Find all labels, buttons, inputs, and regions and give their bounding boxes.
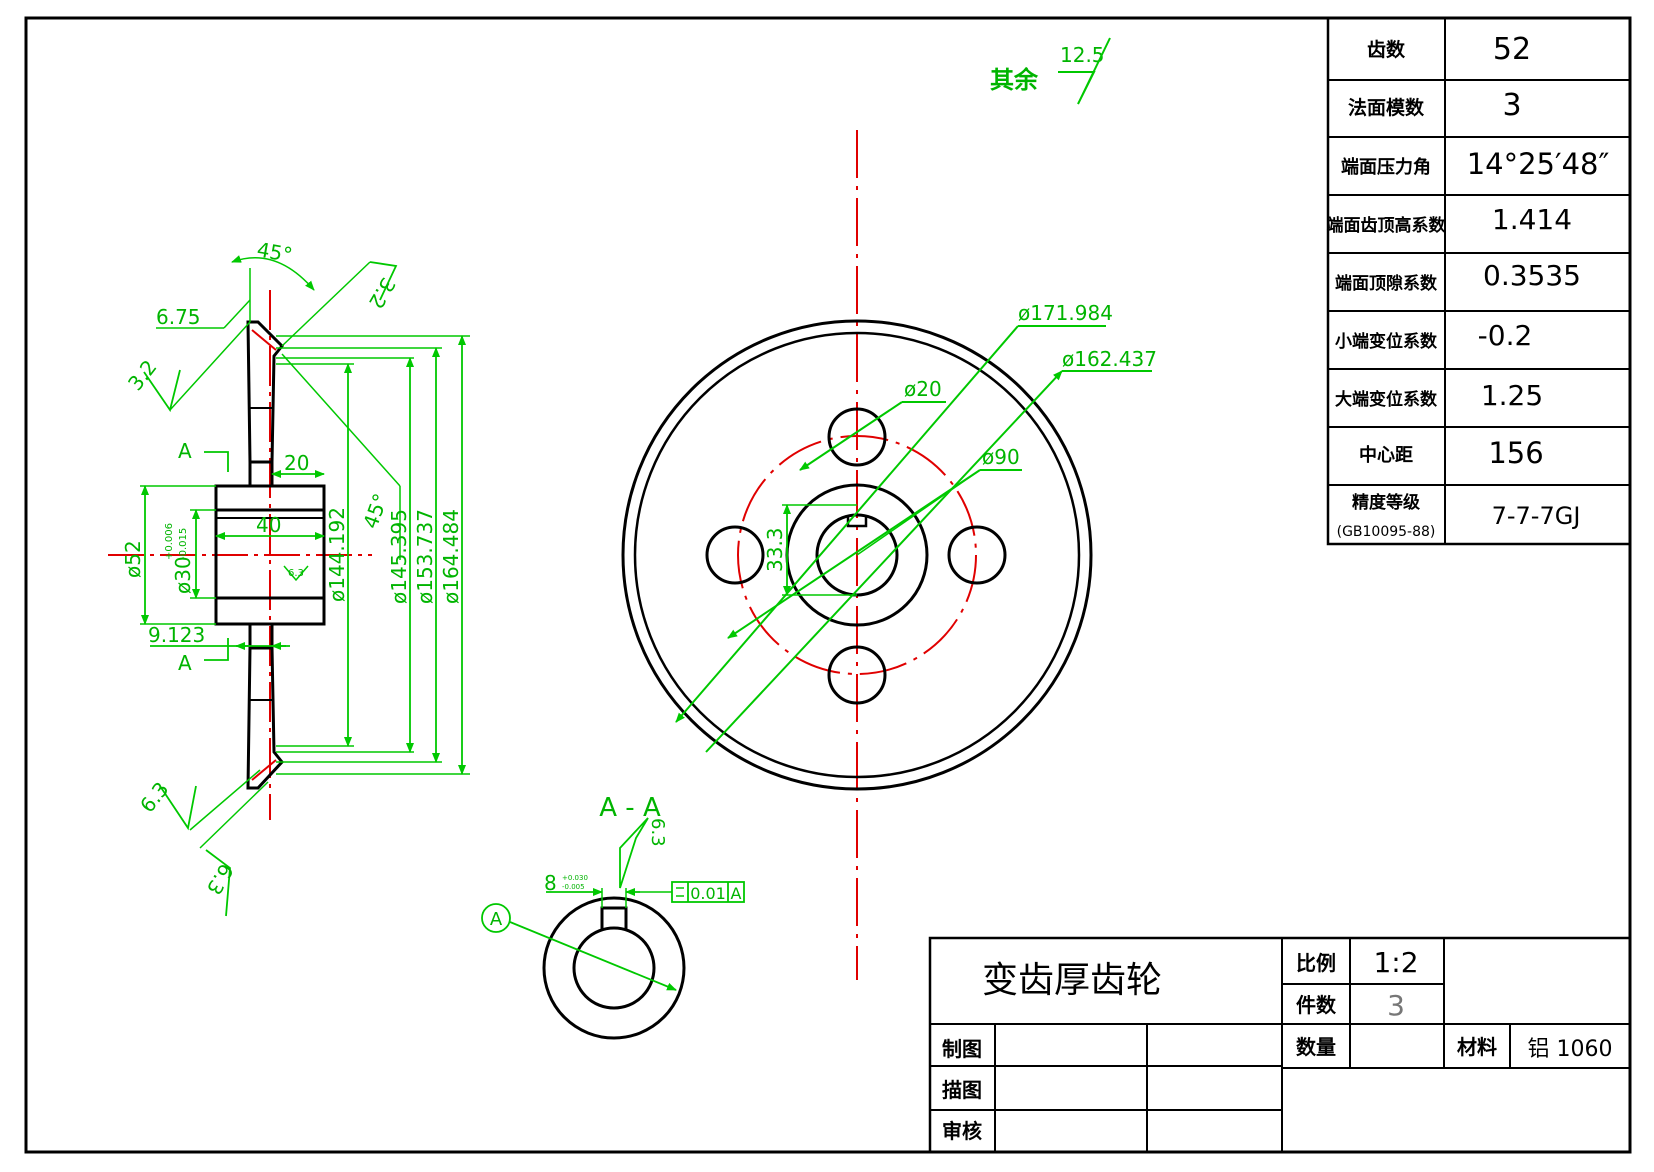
tol-lower: -0.015	[178, 528, 189, 560]
front-view: ø171.984 ø162.437 ø20 ø90 33.3	[621, 130, 1157, 980]
surface-note: 其余 12.5	[990, 37, 1111, 105]
tol-upper: +0.006	[164, 523, 175, 560]
datum-letter: A	[731, 884, 742, 903]
param-value-small-shift: -0.2	[1478, 319, 1533, 352]
dim-33-3: 33.3	[763, 527, 787, 572]
dim-phi145: ø145.395	[387, 509, 411, 604]
section-rough-value: 6.3	[647, 818, 668, 847]
material-value: 铝 1060	[1528, 1037, 1613, 1062]
param-label-clearance: 端面顶隙系数	[1335, 273, 1438, 294]
drawing-title: 变齿厚齿轮	[982, 960, 1162, 1001]
dim-phi52: ø52	[121, 540, 145, 578]
rough-6-3-below: 6.3	[202, 860, 239, 900]
dim-phi164: ø164.484	[439, 509, 463, 604]
side-view: 45° 45° 6.75 3.2 3.2 6.3 6.3 6.3 A A 20 …	[108, 237, 470, 917]
sheet-border	[24, 16, 1632, 1154]
surface-note-roughness-icon	[1058, 37, 1111, 105]
rough-icon-6-3-bore	[283, 565, 309, 582]
param-label-precision: 精度等级	[1352, 492, 1420, 513]
key-width: 8	[544, 871, 557, 895]
section-mark-bottom: A	[178, 651, 192, 675]
parameter-table: 齿数 52 法面模数 3 端面压力角 14°25′48″ 端面齿顶高系数 1.4…	[1327, 16, 1632, 546]
scale-value: 1:2	[1373, 946, 1418, 979]
param-value-precision: 7-7-7GJ	[1492, 502, 1581, 530]
param-value-clearance: 0.3535	[1483, 259, 1581, 292]
traced-label: 描图	[942, 1078, 982, 1102]
param-value-pressure-angle: 14°25′48″	[1467, 147, 1610, 181]
datum-bubble-icon	[481, 903, 511, 933]
dim-phi153: ø153.737	[413, 509, 437, 604]
section-mark-top: A	[178, 439, 192, 463]
count-value: 3	[1387, 989, 1405, 1022]
param-label-center-distance: 中心距	[1359, 444, 1413, 466]
param-label-teeth: 齿数	[1367, 38, 1406, 61]
rough-icon-3-2-right	[369, 261, 398, 301]
dim-phi144: ø144.192	[325, 507, 349, 602]
dim-9-123: 9.123	[148, 623, 205, 647]
param-label-small-shift: 小端变位系数	[1335, 331, 1438, 352]
param-label-large-shift: 大端变位系数	[1335, 389, 1438, 410]
section-view: A - A 6.3 8 +0.030 -0.005 0.01 A A	[481, 793, 745, 1040]
param-value-addendum: 1.414	[1492, 203, 1572, 236]
param-label-module: 法面模数	[1348, 96, 1425, 119]
section-title: A - A	[599, 793, 661, 823]
param-value-center-distance: 156	[1488, 436, 1543, 470]
rough-6-3-left: 6.3	[135, 777, 173, 817]
checked-label: 审核	[942, 1119, 982, 1143]
rough-3-2-right: 3.2	[364, 274, 401, 314]
param-value-module: 3	[1502, 88, 1521, 123]
key-tol-lower: -0.005	[562, 883, 585, 891]
dim-phi90: ø90	[982, 445, 1020, 469]
material-label: 材料	[1457, 1035, 1497, 1059]
rough-icon-6-3-left	[159, 785, 197, 831]
rough-icon-6-3-below	[205, 849, 231, 917]
param-label-addendum: 端面齿顶高系数	[1327, 215, 1447, 236]
scale-label: 比例	[1296, 951, 1336, 975]
count-label: 件数	[1296, 993, 1337, 1017]
dim-phi171: ø171.984	[1018, 301, 1113, 325]
section-rough-icon	[619, 817, 649, 889]
tolerance-value: 0.01	[690, 884, 726, 903]
drawn-label: 制图	[942, 1037, 982, 1061]
rough-6-3-bore: 6.3	[288, 568, 304, 579]
surface-note-prefix: 其余	[990, 66, 1039, 94]
dim-40: 40	[256, 513, 281, 537]
dim-20: 20	[284, 451, 309, 475]
dim-phi162: ø162.437	[1062, 347, 1157, 371]
dim-6-75: 6.75	[156, 305, 201, 329]
chamfer-angle-top: 45°	[255, 237, 294, 267]
param-label-precision-standard: (GB10095-88)	[1337, 524, 1436, 540]
param-label-pressure-angle: 端面压力角	[1341, 156, 1431, 178]
param-value-teeth: 52	[1493, 32, 1531, 67]
dim-phi20: ø20	[904, 377, 942, 401]
title-block: 变齿厚齿轮 比例 1:2 件数 3 数量 材料 铝 1060 制图 描图 审核	[928, 936, 1632, 1154]
qty-label: 数量	[1296, 1035, 1336, 1059]
key-tol-upper: +0.030	[562, 874, 588, 882]
param-value-large-shift: 1.25	[1481, 379, 1543, 412]
dim-phi30: ø30	[171, 556, 195, 594]
rough-icon-3-2-left	[143, 369, 181, 413]
datum-bubble-letter: A	[490, 909, 503, 930]
